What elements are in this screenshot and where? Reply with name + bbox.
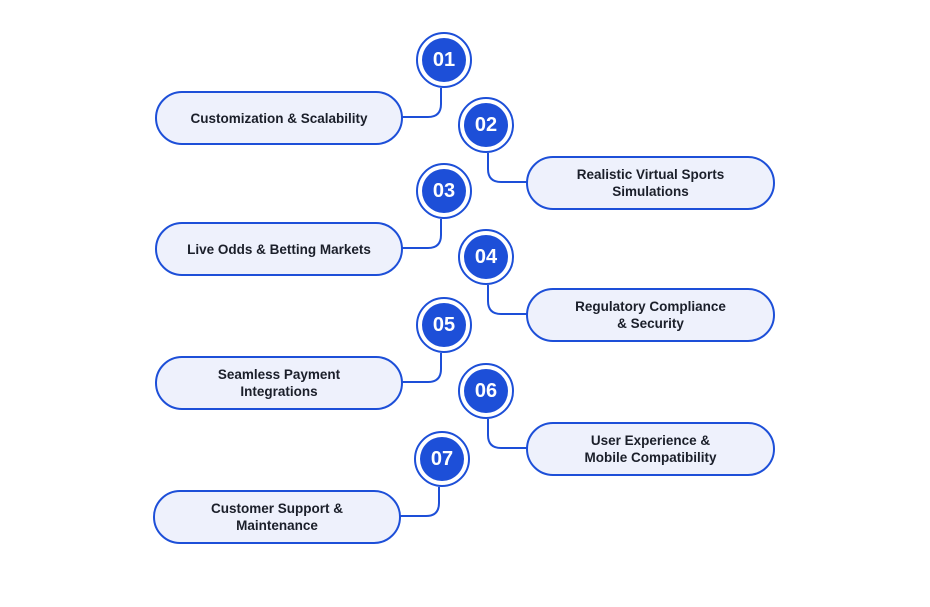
step-label: Realistic Virtual Sports Simulations <box>576 167 725 199</box>
step-badge-03: 03 <box>416 163 472 219</box>
step-number: 04 <box>464 235 508 279</box>
step-badge-06: 06 <box>458 363 514 419</box>
step-card-live-odds-betting: Live Odds & Betting Markets <box>155 222 403 276</box>
step-number: 06 <box>464 369 508 413</box>
connector-line <box>402 219 442 249</box>
step-label: Customization & Scalability <box>190 110 368 126</box>
step-badge-04: 04 <box>458 229 514 285</box>
step-badge-07: 07 <box>414 431 470 487</box>
step-label: Live Odds & Betting Markets <box>187 241 371 257</box>
step-card-seamless-payment: Seamless Payment Integrations <box>155 356 403 410</box>
step-card-user-experience: User Experience & Mobile Compatibility <box>526 422 775 476</box>
step-card-customer-support: Customer Support & Maintenance <box>153 490 401 544</box>
step-badge-02: 02 <box>458 97 514 153</box>
step-card-regulatory-compliance: Regulatory Compliance & Security <box>526 288 775 342</box>
step-label: Seamless Payment Integrations <box>217 367 341 399</box>
connector-line <box>402 353 442 383</box>
step-number: 03 <box>422 169 466 213</box>
connector-line <box>487 153 527 183</box>
step-badge-05: 05 <box>416 297 472 353</box>
connector-line <box>487 419 527 449</box>
step-label: Customer Support & Maintenance <box>210 501 343 533</box>
step-number: 05 <box>422 303 466 347</box>
step-label: Regulatory Compliance & Security <box>575 299 726 331</box>
step-badge-01: 01 <box>416 32 472 88</box>
step-number: 07 <box>420 437 464 481</box>
step-label: User Experience & Mobile Compatibility <box>584 433 717 465</box>
connector-line <box>487 285 527 315</box>
step-number: 01 <box>422 38 466 82</box>
step-card-customization-scalability: Customization & Scalability <box>155 91 403 145</box>
step-card-virtual-sports-simulations: Realistic Virtual Sports Simulations <box>526 156 775 210</box>
step-number: 02 <box>464 103 508 147</box>
connector-line <box>402 88 442 118</box>
connector-line <box>400 487 440 517</box>
